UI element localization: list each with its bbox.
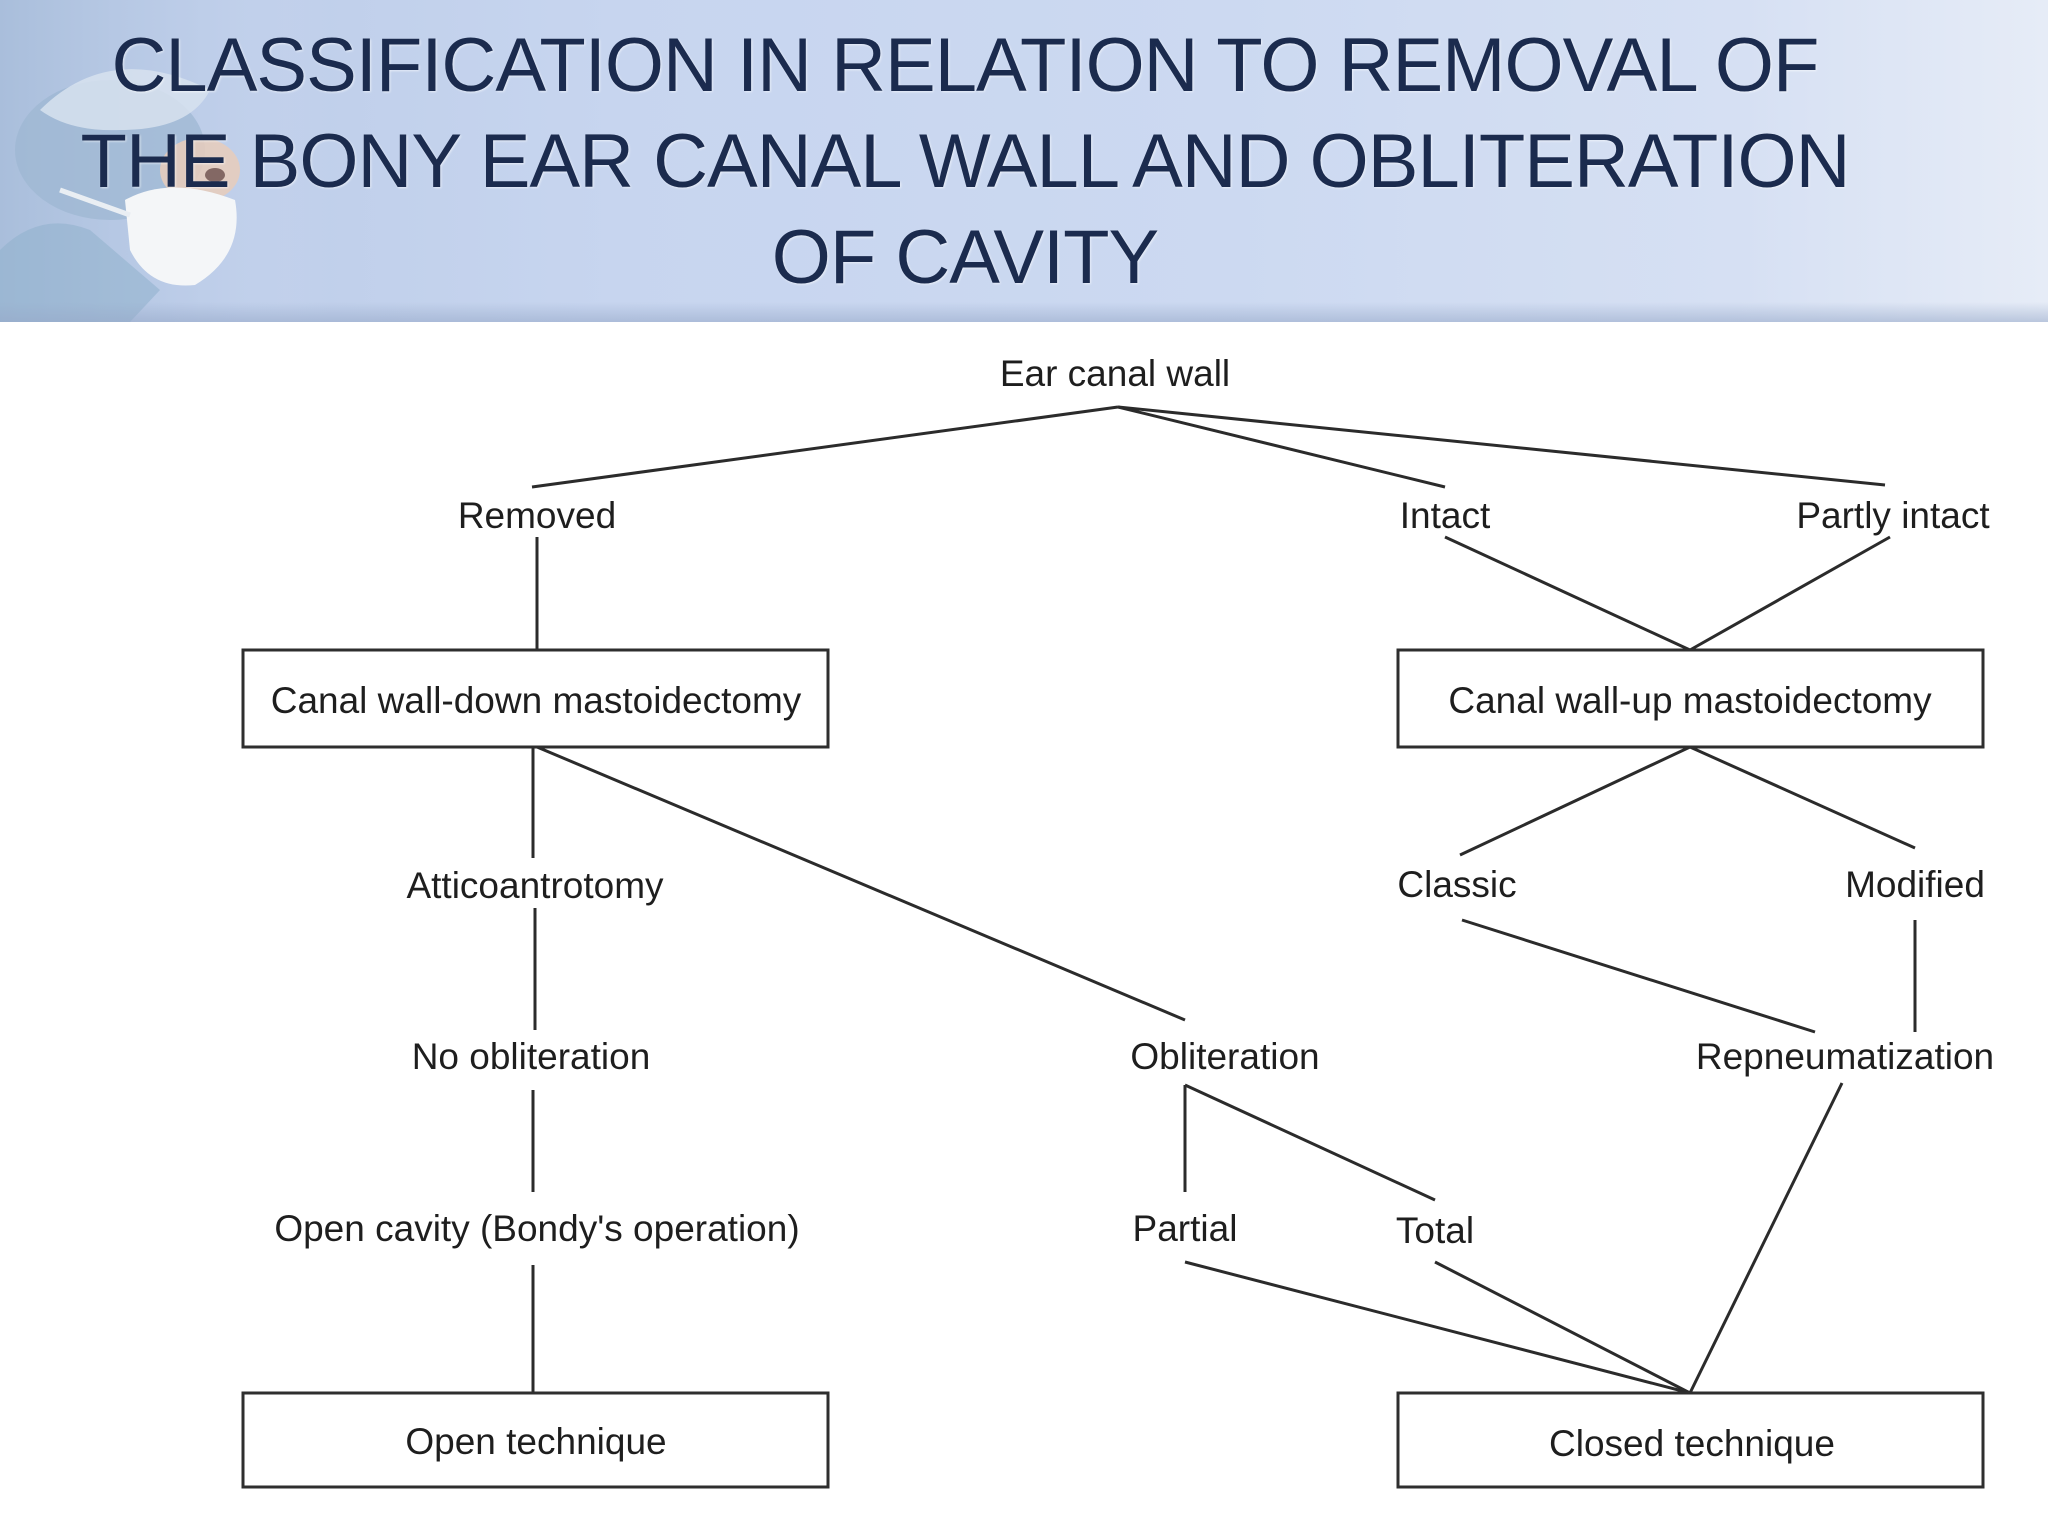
node-modified: Modified [1845, 864, 1985, 905]
node-partly-intact: Partly intact [1796, 495, 1990, 536]
node-open-cavity: Open cavity (Bondy's operation) [274, 1208, 799, 1249]
canal-wall-down-box [241, 648, 830, 749]
title-banner: CLASSIFICATION IN RELATION TO REMOVAL OF… [0, 0, 2048, 322]
edge-partly-intact-wall-up [1689, 535, 1891, 652]
open-technique-box [241, 1391, 830, 1489]
node-atticoantrotomy: Atticoantrotomy [406, 865, 664, 906]
node-open-technique: Open technique [405, 1421, 666, 1462]
node-ear-canal-wall: Ear canal wall [1000, 353, 1230, 394]
node-repneumatization: Repneumatization [1696, 1036, 1994, 1077]
edge-wall-down-obliteration [536, 745, 1186, 1022]
edge-partial-closed-technique [1184, 1260, 1691, 1395]
edge-obliteration-total [1184, 1083, 1436, 1202]
node-partial: Partial [1133, 1208, 1238, 1249]
node-intact: Intact [1400, 495, 1491, 536]
node-total: Total [1396, 1210, 1474, 1251]
node-obliteration: Obliteration [1130, 1036, 1319, 1077]
node-canal-wall-down-mastoidectomy: Canal wall-down mastoidectomy [271, 680, 802, 721]
connector-lines [531, 405, 1917, 1395]
slide-title: CLASSIFICATION IN RELATION TO REMOVAL OF… [80, 23, 1851, 300]
edge-intact-wall-up [1444, 535, 1691, 652]
node-canal-wall-up-mastoidectomy: Canal wall-up mastoidectomy [1448, 680, 1932, 721]
edge-total-closed-technique [1434, 1260, 1691, 1395]
edge-wall-up-classic [1459, 745, 1691, 857]
surgeon-with-mask-icon [0, 0, 330, 322]
edge-root-partly-intact [1117, 405, 1886, 487]
edge-root-removed [531, 405, 1119, 489]
closed-technique-box [1396, 1391, 1985, 1489]
node-closed-technique: Closed technique [1549, 1423, 1835, 1464]
edge-root-intact [1117, 405, 1446, 489]
canal-wall-up-box [1396, 648, 1985, 749]
banner-bottom-shade [0, 302, 2048, 322]
node-no-obliteration: No obliteration [412, 1036, 651, 1077]
classification-flowchart: Ear canal wall Removed Intact Partly int… [241, 353, 1994, 1489]
edge-repneumatization-closed-technique [1688, 1082, 1844, 1394]
node-removed: Removed [458, 495, 616, 536]
edge-classic-repneumatization [1461, 918, 1816, 1034]
node-classic: Classic [1397, 864, 1516, 905]
edge-wall-up-modified [1689, 745, 1916, 850]
